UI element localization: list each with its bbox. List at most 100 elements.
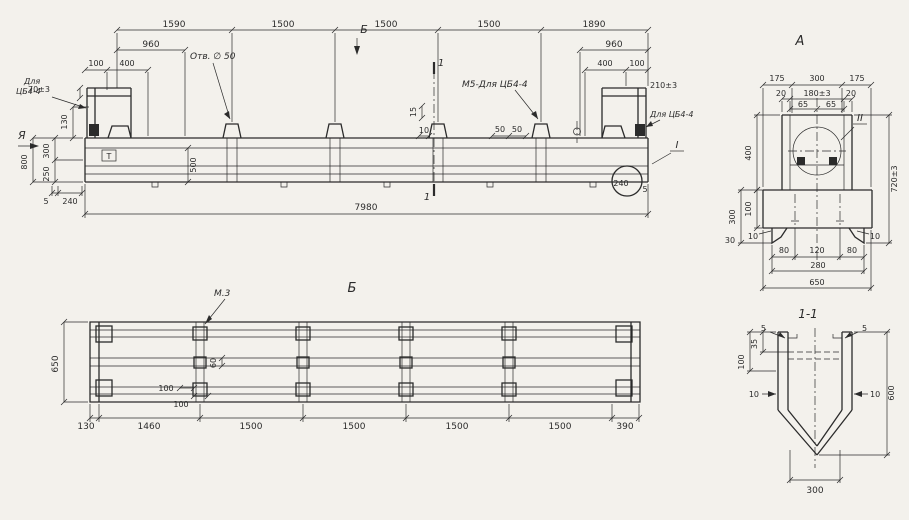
a-view-title: А — [795, 34, 805, 49]
a-bolt-right — [829, 157, 837, 165]
dim-210-label: 210±3 — [650, 81, 677, 90]
s11-lips — [788, 334, 842, 339]
dim-tick — [788, 81, 796, 89]
dim-1500-c: 1500 — [478, 20, 501, 30]
note-for-right-label: Для ЦБ4-4 — [649, 110, 693, 119]
s11-dim-5-right-label: 5 — [862, 324, 867, 333]
b-post-plate — [193, 356, 207, 369]
section-1-1-view: 1-1 5 5 35 100 10 10 600 300 — [737, 307, 896, 496]
b-view-title: Б — [348, 281, 357, 296]
cut-b-arrow-icon — [354, 46, 360, 55]
detail-mark-label: I — [676, 140, 679, 151]
b-post-plate — [398, 326, 414, 341]
extension-lines — [33, 33, 649, 218]
dim-tick — [644, 26, 652, 34]
detail-circle — [611, 165, 643, 197]
dim-tick — [759, 81, 767, 89]
dim-tick — [867, 81, 875, 89]
dim-130-label: 130 — [60, 114, 69, 129]
b-dim-100a-label: 100 — [158, 384, 173, 393]
main-elevation-view: Т 240 5 I 1 1 Б Я — [16, 20, 693, 218]
dim-tick — [331, 26, 339, 34]
b-end-plate — [95, 379, 113, 397]
note-for-left-line2: ЦБ4-4 — [16, 87, 41, 96]
dim-tick — [144, 66, 152, 74]
a-10-leaders — [758, 230, 870, 235]
s11-funnel — [777, 409, 853, 456]
note-leaders — [51, 62, 672, 165]
b-dim-60-label: 60 — [209, 358, 218, 368]
a-dim-100-label: 100 — [744, 201, 753, 216]
dim-tick — [103, 66, 111, 74]
note-hole-label: Отв. ∅ 50 — [190, 52, 236, 62]
b-dim-1500-a-label: 1500 — [240, 422, 263, 432]
dim-100-right-label: 100 — [629, 59, 644, 68]
dim-10-label: 10 — [419, 126, 429, 135]
dim-tick — [576, 46, 584, 54]
view-arrow-label: Я — [17, 129, 26, 142]
a-dim-10-right-label: 10 — [870, 232, 880, 241]
dim-400-left-label: 400 — [119, 59, 134, 68]
dim-tick — [622, 66, 630, 74]
s11-dim-5-left-label: 5 — [761, 324, 766, 333]
b-outline — [89, 321, 641, 403]
right-end-block — [601, 87, 647, 138]
dim-1590: 1590 — [163, 20, 186, 30]
a-dim-300-top: 300 — [809, 74, 824, 83]
dim-250-label: 250 — [42, 166, 51, 181]
dim-tick — [415, 132, 423, 140]
dim-tick — [218, 354, 226, 362]
t-mark-box — [101, 149, 117, 162]
note-for-left-line1: Для — [23, 77, 40, 86]
a-dim-80-left-label: 80 — [779, 246, 789, 255]
a-centerlines — [788, 98, 846, 262]
b-dim-1500-d-label: 1500 — [549, 422, 572, 432]
dim-tick — [181, 46, 189, 54]
a-hooks — [771, 227, 865, 245]
b-dim-1460-label: 1460 — [138, 422, 161, 432]
m3-leader-arrow-icon — [205, 315, 212, 324]
b-post-plate — [192, 326, 208, 341]
dim-50-a-label: 50 — [495, 125, 505, 134]
s11-dim-10-right-label: 10 — [870, 390, 880, 399]
b-end-plate — [615, 379, 633, 397]
dim-tick — [81, 66, 89, 74]
dim-500-label: 500 — [189, 157, 198, 172]
dim-tick — [505, 132, 513, 140]
a-dim-180: 180±3 — [803, 89, 830, 98]
stiffener-webs — [226, 138, 547, 182]
b-post-plate — [502, 356, 516, 369]
dim-tick — [838, 81, 846, 89]
a-dim-120-label: 120 — [809, 246, 824, 255]
detail-dim-5: 5 — [642, 185, 647, 194]
end-brackets — [107, 125, 626, 139]
dim-tick — [176, 384, 184, 392]
dim-tick — [522, 132, 530, 140]
cut-b-label: Б — [360, 23, 368, 36]
view-arrow-icon — [30, 143, 39, 149]
dim-tick — [218, 362, 226, 370]
b-post-plate — [501, 382, 517, 397]
a-dim-80-right-label: 80 — [847, 246, 857, 255]
b-post-plate — [295, 382, 311, 397]
s11-dim-600-label: 600 — [887, 385, 896, 400]
dim-240-label: 240 — [62, 197, 77, 206]
dim-tick — [425, 132, 433, 140]
section-mark-1-top: 1 — [438, 58, 444, 69]
dim-tick — [581, 66, 589, 74]
right-anchor-plate — [635, 124, 645, 136]
b-plan-view: Б М.3 650 60 — [51, 281, 643, 432]
a-dim-175-right: 175 — [849, 74, 864, 83]
dim-800-label: 800 — [20, 154, 29, 169]
dim-tick — [488, 132, 496, 140]
stiffener-posts — [222, 123, 551, 139]
dim-tick — [184, 178, 192, 186]
b-chord-lines — [90, 329, 640, 395]
a-dim-30-label: 30 — [725, 236, 735, 245]
dim-tick — [76, 94, 84, 102]
note-m5-label: М5-Для ЦБ4-4 — [462, 80, 528, 90]
dim-300-label: 300 — [42, 143, 51, 158]
a-end-view: А II 175 300 175 20 180±3 20 65 65 720±3 — [725, 34, 899, 292]
